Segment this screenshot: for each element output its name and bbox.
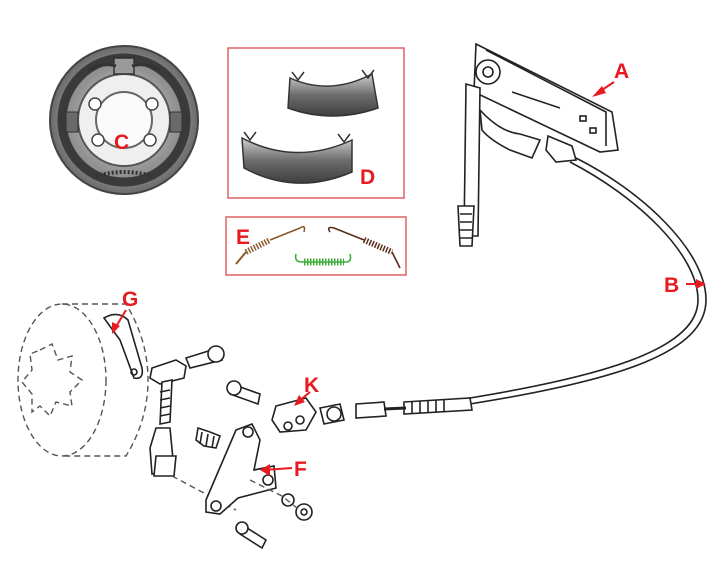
label-b-marker: B bbox=[664, 274, 706, 297]
label-d: D bbox=[360, 166, 375, 189]
label-f-marker: F bbox=[260, 458, 307, 481]
parking-brake-lever bbox=[457, 42, 619, 247]
label-a: A bbox=[614, 60, 629, 83]
brake-actuating-arm bbox=[102, 313, 144, 380]
label-a-marker: A bbox=[592, 60, 629, 97]
brake-springs-box: E bbox=[225, 216, 407, 276]
linkage-parts bbox=[149, 345, 345, 550]
label-k-marker: K bbox=[294, 374, 319, 406]
brake-cable bbox=[355, 157, 707, 419]
label-g-marker: G bbox=[112, 288, 138, 334]
label-e: E bbox=[236, 226, 250, 249]
label-f: F bbox=[294, 458, 307, 481]
label-b: B bbox=[664, 274, 679, 297]
label-g: G bbox=[122, 288, 138, 311]
label-c: C bbox=[114, 131, 129, 154]
brake-backing-plate: C bbox=[49, 45, 199, 195]
brake-shoes-box: D bbox=[227, 47, 405, 199]
brake-drum-outline bbox=[17, 303, 149, 457]
label-k: K bbox=[304, 374, 319, 397]
